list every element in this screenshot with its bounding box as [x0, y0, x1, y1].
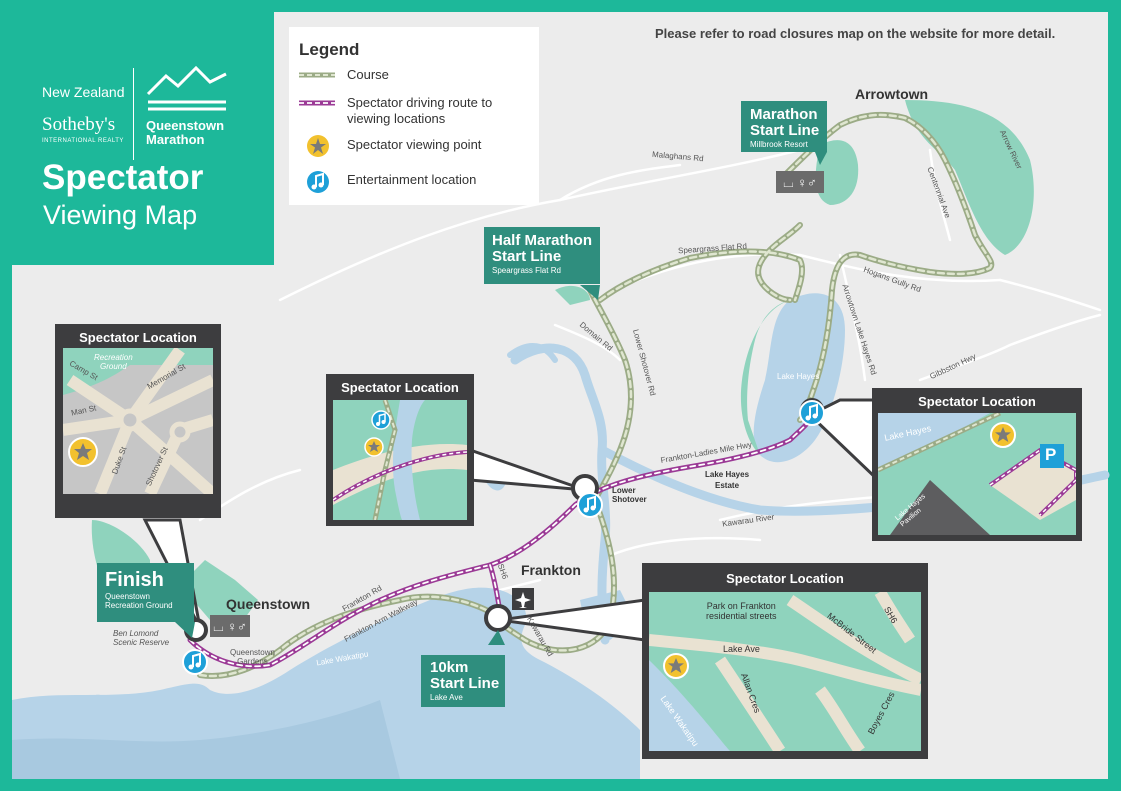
tag-marathon-title2: Start Line — [750, 122, 820, 139]
course-legend-icon — [299, 72, 335, 78]
music-note-icon — [371, 410, 391, 430]
tag-marathon-title1: Marathon — [750, 106, 818, 123]
mountain-logo-icon — [146, 65, 227, 111]
airport-icon — [512, 588, 534, 610]
legend-item-driving-route-line2: viewing locations — [347, 111, 446, 126]
tag-pointer-half — [580, 285, 600, 300]
card4-park-line2: residential streets — [706, 611, 777, 621]
road-queenstown-gardens: Queenstown Gardens — [230, 648, 275, 666]
card4-park-on-frankton: Park on Frankton residential streets — [706, 601, 777, 621]
brand-event-line2: Marathon — [146, 132, 205, 147]
tag-10k-title1: 10km — [430, 659, 469, 676]
tag-finish-sub2: Recreation Ground — [105, 601, 173, 610]
tag-half-marathon-start: Half Marathon Start Line Speargrass Flat… — [484, 227, 600, 284]
svg-text:⌴ ♀♂: ⌴ ♀♂ — [783, 175, 817, 190]
svg-text:⌴ ♀♂: ⌴ ♀♂ — [213, 619, 247, 634]
place-lake-hayes-estate-line2: Estate — [715, 481, 740, 490]
card-queenstown-title: Spectator Location — [79, 330, 197, 345]
card-lake-hayes-header: Spectator Location — [872, 388, 1082, 412]
card-frankton-title: Spectator Location — [726, 571, 844, 586]
lake-wakatipu-water — [12, 587, 640, 779]
tag-10k-sub: Lake Ave — [430, 693, 463, 702]
tag-finish-sub1: Queenstown — [105, 592, 150, 601]
page-title-line2: Viewing Map — [43, 200, 198, 230]
card4-park-line1: Park on Frankton — [706, 601, 776, 611]
legend-item-entertainment: Entertainment location — [347, 172, 477, 187]
facility-icon-millbrook: ⌴ ♀♂ — [776, 171, 824, 193]
road-lake-hayes: Lake Hayes — [777, 372, 820, 381]
card3-parking-p: P — [1045, 445, 1057, 464]
star-icon — [364, 437, 384, 457]
tag-pointer-10k — [488, 630, 505, 645]
card-lower-shotover — [326, 374, 474, 526]
place-lake-hayes-estate-line1: Lake Hayes — [705, 470, 750, 479]
brand-new-zealand: New Zealand — [42, 84, 125, 100]
viewing-points — [68, 422, 1016, 679]
card-frankton-header: Spectator Location — [642, 565, 928, 589]
place-frankton: Frankton — [521, 562, 581, 578]
card1-recreation-ground: Recreation Ground — [94, 353, 133, 371]
music-note-icon — [799, 400, 825, 426]
tag-finish: Finish Queenstown Recreation Ground — [97, 563, 194, 622]
tag-pointer-marathon — [815, 152, 827, 165]
card-queenstown-header: Spectator Location — [55, 324, 221, 348]
brand-divider — [133, 68, 134, 160]
lake-wakatipu-arm — [12, 700, 400, 779]
tag-10k-title2: Start Line — [430, 675, 500, 692]
brand-event-line1: Queenstown — [146, 118, 225, 133]
tag-half-sub: Speargrass Flat Rd — [492, 266, 561, 275]
card-lower-shotover-header: Spectator Location — [326, 374, 474, 398]
place-lake-hayes-estate: Lake Hayes Estate — [705, 469, 749, 491]
road-queenstown-gardens-line1: Queenstown — [230, 648, 275, 657]
place-lower-shotover: Lower Shotover — [612, 486, 647, 504]
legend-title: Legend — [299, 40, 360, 59]
entertainment-points — [182, 400, 825, 675]
card1-recreation-line1: Recreation — [94, 353, 133, 362]
legend-item-viewing-point: Spectator viewing point — [347, 137, 482, 152]
place-lower-shotover-line1: Lower — [612, 486, 636, 495]
brand-sothebys: Sotheby's — [42, 114, 116, 135]
driving-route-legend-icon — [299, 100, 335, 106]
card-frankton — [642, 563, 928, 759]
brand-realty: INTERNATIONAL REALTY — [42, 138, 124, 144]
place-queenstown: Queenstown — [226, 596, 311, 612]
legend: Legend Course Spectator driving route to… — [289, 27, 539, 205]
star-icon — [990, 422, 1016, 448]
tag-finish-title: Finish — [105, 569, 164, 591]
facility-icon-finish: ⌴ ♀♂ — [210, 615, 250, 637]
star-icon — [68, 437, 98, 467]
road-ben-lomond: Ben Lomond Scenic Reserve — [113, 629, 169, 647]
brand-panel: New Zealand Sotheby's INTERNATIONAL REAL… — [12, 12, 274, 265]
tag-half-title1: Half Marathon — [492, 232, 593, 249]
card-queenstown — [55, 324, 221, 518]
legend-item-driving-route-line1: Spectator driving route to — [347, 95, 493, 110]
music-note-icon — [307, 171, 329, 193]
star-icon — [307, 135, 329, 157]
road-ben-lomond-line2: Scenic Reserve — [113, 638, 170, 647]
road-closure-note: Please refer to road closures map on the… — [655, 26, 1056, 41]
page-title-line1: Spectator — [42, 158, 204, 197]
star-icon — [663, 653, 689, 679]
tag-marathon-start: Marathon Start Line Millbrook Resort — [741, 101, 827, 152]
card-lower-shotover-title: Spectator Location — [341, 380, 459, 395]
road-ben-lomond-line1: Ben Lomond — [113, 629, 159, 638]
tag-half-title2: Start Line — [492, 248, 562, 265]
card1-recreation-line2: Ground — [100, 362, 127, 371]
tag-marathon-sub: Millbrook Resort — [750, 140, 808, 149]
road-queenstown-gardens-line2: Gardens — [237, 657, 268, 666]
legend-item-driving-route: Spectator driving route to viewing locat… — [347, 95, 492, 127]
card-lake-hayes-title: Spectator Location — [918, 394, 1036, 409]
music-note-icon — [182, 649, 208, 675]
place-lower-shotover-line2: Shotover — [612, 495, 647, 504]
music-note-icon — [577, 492, 603, 518]
legend-item-course: Course — [347, 67, 389, 82]
parking-icon — [1040, 444, 1064, 468]
card4-lake-ave: Lake Ave — [723, 644, 760, 654]
tag-10km-start: 10km Start Line Lake Ave — [421, 655, 505, 707]
tag-pointer-finish — [175, 622, 195, 638]
place-arrowtown: Arrowtown — [855, 86, 929, 102]
